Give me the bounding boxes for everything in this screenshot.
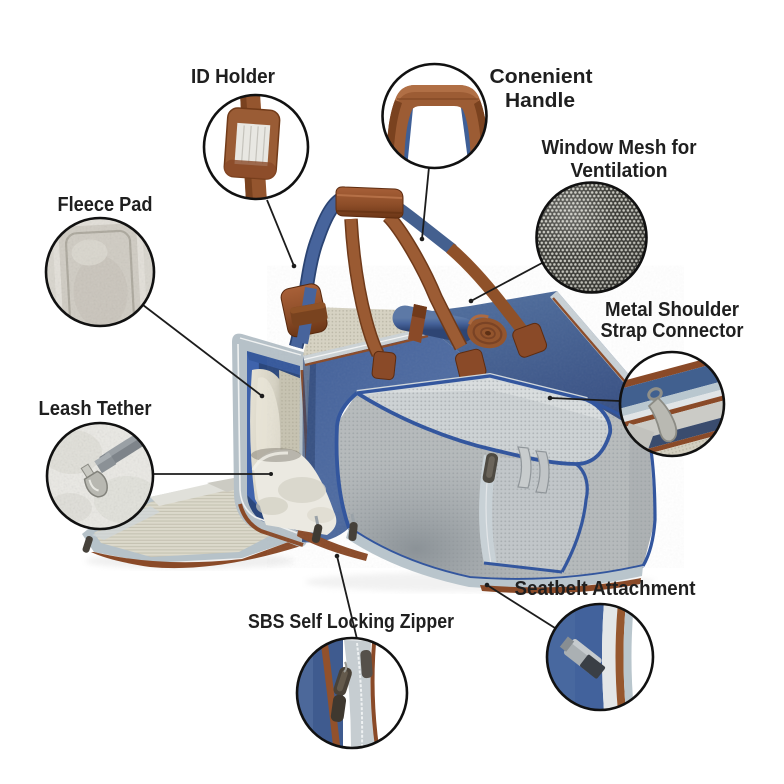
- svg-text:Strap Connector: Strap Connector: [601, 320, 744, 342]
- svg-text:SBS Self Locking Zipper: SBS Self Locking Zipper: [248, 611, 454, 633]
- svg-text:Metal Shoulder: Metal Shoulder: [605, 299, 739, 321]
- svg-text:Fleece Pad: Fleece Pad: [58, 194, 153, 216]
- svg-text:Seatbelt Attachment: Seatbelt Attachment: [515, 578, 696, 600]
- svg-text:ID Holder: ID Holder: [191, 66, 275, 88]
- svg-text:Handle: Handle: [505, 90, 575, 112]
- svg-text:Window Mesh for: Window Mesh for: [542, 137, 697, 159]
- svg-text:Ventilation: Ventilation: [571, 160, 668, 182]
- svg-text:Leash Tether: Leash Tether: [39, 398, 152, 420]
- svg-text:Conenient: Conenient: [490, 66, 593, 88]
